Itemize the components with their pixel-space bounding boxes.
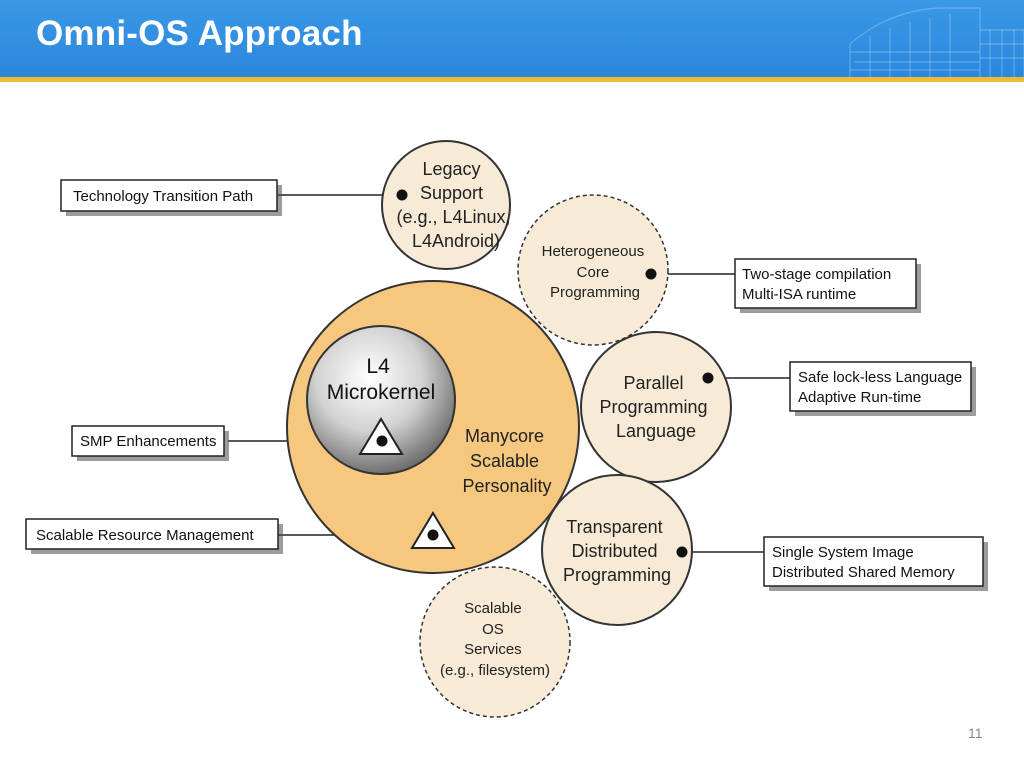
header-accent-bar: [0, 77, 1024, 82]
slide-header: Omni-OS Approach: [0, 0, 1024, 80]
callout-smp-enhancements: SMP Enhancements: [71, 425, 229, 461]
svg-text:Scalable Resource Management: Scalable Resource Management: [36, 527, 254, 544]
callout-scalable-resource-management: Scalable Resource Management: [25, 518, 283, 554]
callout-technology-transition: Technology Transition Path: [60, 179, 282, 216]
svg-text:Single System Image Dist: Single System Image Distributed Shared M…: [772, 544, 955, 581]
page-number: 11: [968, 725, 983, 741]
parallel-programming-label: Parallel Programming Language: [599, 373, 712, 441]
building-watermark-icon: [849, 7, 1024, 78]
microkernel-sphere: [306, 325, 456, 475]
scalable-os-services-label: Scalable OS Services (e.g., filesystem): [440, 600, 550, 679]
scalable-os-services-circle: [419, 566, 571, 718]
callout-safe-lockless-language: Safe lock-less Language Adaptive Run-tim…: [789, 361, 976, 416]
parallel-programming-circle: [580, 331, 732, 483]
svg-text:Technology Transition Path: Technology Transition Path: [73, 188, 253, 205]
svg-text:SMP Enhancements: SMP Enhancements: [80, 433, 216, 450]
manycore-personality-label: Manycore Scalable Personality: [462, 426, 551, 496]
svg-text:Two-stage compilation Mu: Two-stage compilation Multi-ISA runtime: [742, 266, 895, 303]
svg-text:Safe lock-less Language: Safe lock-less Language Adaptive Run-tim…: [798, 369, 966, 406]
transparent-distributed-circle: [541, 474, 693, 626]
callout-two-stage-compilation: Two-stage compilation Multi-ISA runtime: [734, 258, 921, 313]
legacy-support-label: Legacy Support (e.g., L4Linux, L4Android…: [396, 159, 515, 251]
microkernel-label: L4 Microkernel: [327, 355, 436, 404]
heterogeneous-core-circle: [517, 194, 669, 346]
transparent-distributed-label: Transparent Distributed Programming: [563, 517, 671, 585]
legacy-support-circle: [381, 140, 511, 270]
callout-single-system-image: Single System Image Distributed Shared M…: [763, 536, 988, 591]
slide-title: Omni-OS Approach: [36, 14, 363, 53]
heterogeneous-core-label: Heterogeneous Core Programming: [542, 243, 649, 301]
